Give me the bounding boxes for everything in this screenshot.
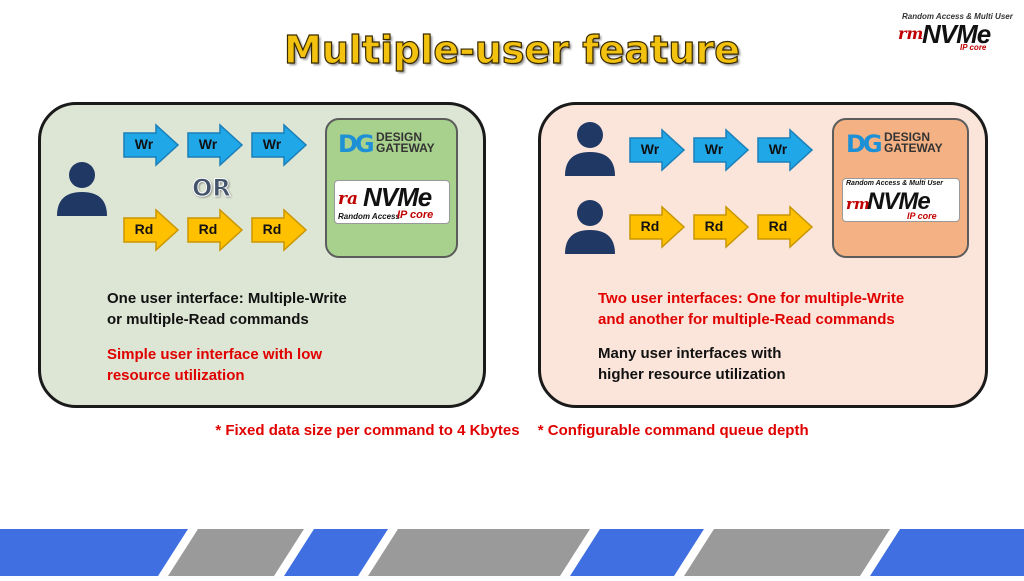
highlight-line: Simple user interface with low <box>107 346 323 363</box>
dg-mark: DG <box>846 130 883 158</box>
write-label: Wr <box>704 141 724 157</box>
dg-line2: GATEWAY <box>376 141 435 155</box>
write-label: Wr <box>768 141 788 157</box>
desc-line: or multiple-Read commands <box>107 311 309 328</box>
read-command-arrow: Rd <box>692 205 750 249</box>
highlight-line: and another for multiple-Read commands <box>598 311 895 328</box>
read-label: Rd <box>640 218 660 234</box>
read-command-arrow: Rd <box>122 208 180 252</box>
or-label: OR <box>192 174 232 203</box>
write-command-arrow: Wr <box>250 123 308 167</box>
write-label: Wr <box>198 136 218 152</box>
read-label: Rd <box>262 221 282 237</box>
single-user-highlight: Simple user interface with low resource … <box>107 344 322 386</box>
multi-user-description: Many user interfaces with higher resourc… <box>598 343 786 385</box>
single-user-description: One user interface: Multiple-Write or mu… <box>107 288 347 330</box>
write-command-arrow: Wr <box>122 123 180 167</box>
rmnvme-logo: Random Access & Multi User rm NVMe IP co… <box>842 178 960 222</box>
dg-line2: GATEWAY <box>884 141 943 155</box>
logo-prefix: ra <box>338 189 358 209</box>
ranvme-logo: ra NVMe Random Access IP core <box>334 180 450 224</box>
desc-line: higher resource utilization <box>598 366 786 383</box>
design-gateway-logo: DG DESIGN GATEWAY <box>338 130 450 160</box>
write-command-arrow: Wr <box>756 128 814 172</box>
read-label: Rd <box>768 218 788 234</box>
read-label: Rd <box>134 221 154 237</box>
design-gateway-logo: DG DESIGN GATEWAY <box>846 130 960 160</box>
corner-logo: Random Access & Multi User rm NVMe IP co… <box>896 10 1014 52</box>
corner-logo-brand: NVMe <box>922 19 991 49</box>
write-command-arrow: Wr <box>692 128 750 172</box>
logo-brand: NVMe <box>363 182 432 212</box>
logo-core: IP core <box>907 211 937 221</box>
highlight-line: Two user interfaces: One for multiple-Wr… <box>598 290 905 307</box>
dg-mark: DG <box>338 130 375 158</box>
dg-line1: DESIGN <box>376 130 423 144</box>
highlight-line: resource utilization <box>107 367 245 384</box>
logo-prefix: rm <box>846 195 870 213</box>
dg-line1: DESIGN <box>884 130 931 144</box>
read-command-arrow: Rd <box>250 208 308 252</box>
user-icon <box>54 158 110 218</box>
corner-logo-sub: IP core <box>960 43 987 52</box>
write-label: Wr <box>640 141 660 157</box>
read-command-arrow: Rd <box>756 205 814 249</box>
write-label: Wr <box>262 136 282 152</box>
read-label: Rd <box>704 218 724 234</box>
decorative-stripes <box>0 516 1024 576</box>
read-command-arrow: Rd <box>628 205 686 249</box>
write-label: Wr <box>134 136 154 152</box>
desc-line: Many user interfaces with <box>598 345 782 362</box>
user-icon <box>562 118 618 178</box>
read-label: Rd <box>198 221 218 237</box>
page-title: Multiple-user feature <box>283 27 740 72</box>
desc-line: One user interface: Multiple-Write <box>107 290 347 307</box>
logo-sub: Random Access <box>338 212 400 221</box>
corner-logo-tagline: Random Access & Multi User <box>902 12 1013 21</box>
multi-user-highlight: Two user interfaces: One for multiple-Wr… <box>598 288 904 330</box>
logo-brand: NVMe <box>867 188 931 215</box>
corner-logo-prefix: rm <box>898 24 924 43</box>
footnotes: * Fixed data size per command to 4 Kbyte… <box>0 422 1024 439</box>
footnote-queue-depth: * Configurable command queue depth <box>537 422 809 439</box>
logo-tagline: Random Access & Multi User <box>846 180 943 187</box>
read-command-arrow: Rd <box>186 208 244 252</box>
footnote-data-size: * Fixed data size per command to 4 Kbyte… <box>215 422 520 439</box>
logo-core: IP core <box>397 209 434 221</box>
write-command-arrow: Wr <box>628 128 686 172</box>
write-command-arrow: Wr <box>186 123 244 167</box>
user-icon <box>562 196 618 256</box>
